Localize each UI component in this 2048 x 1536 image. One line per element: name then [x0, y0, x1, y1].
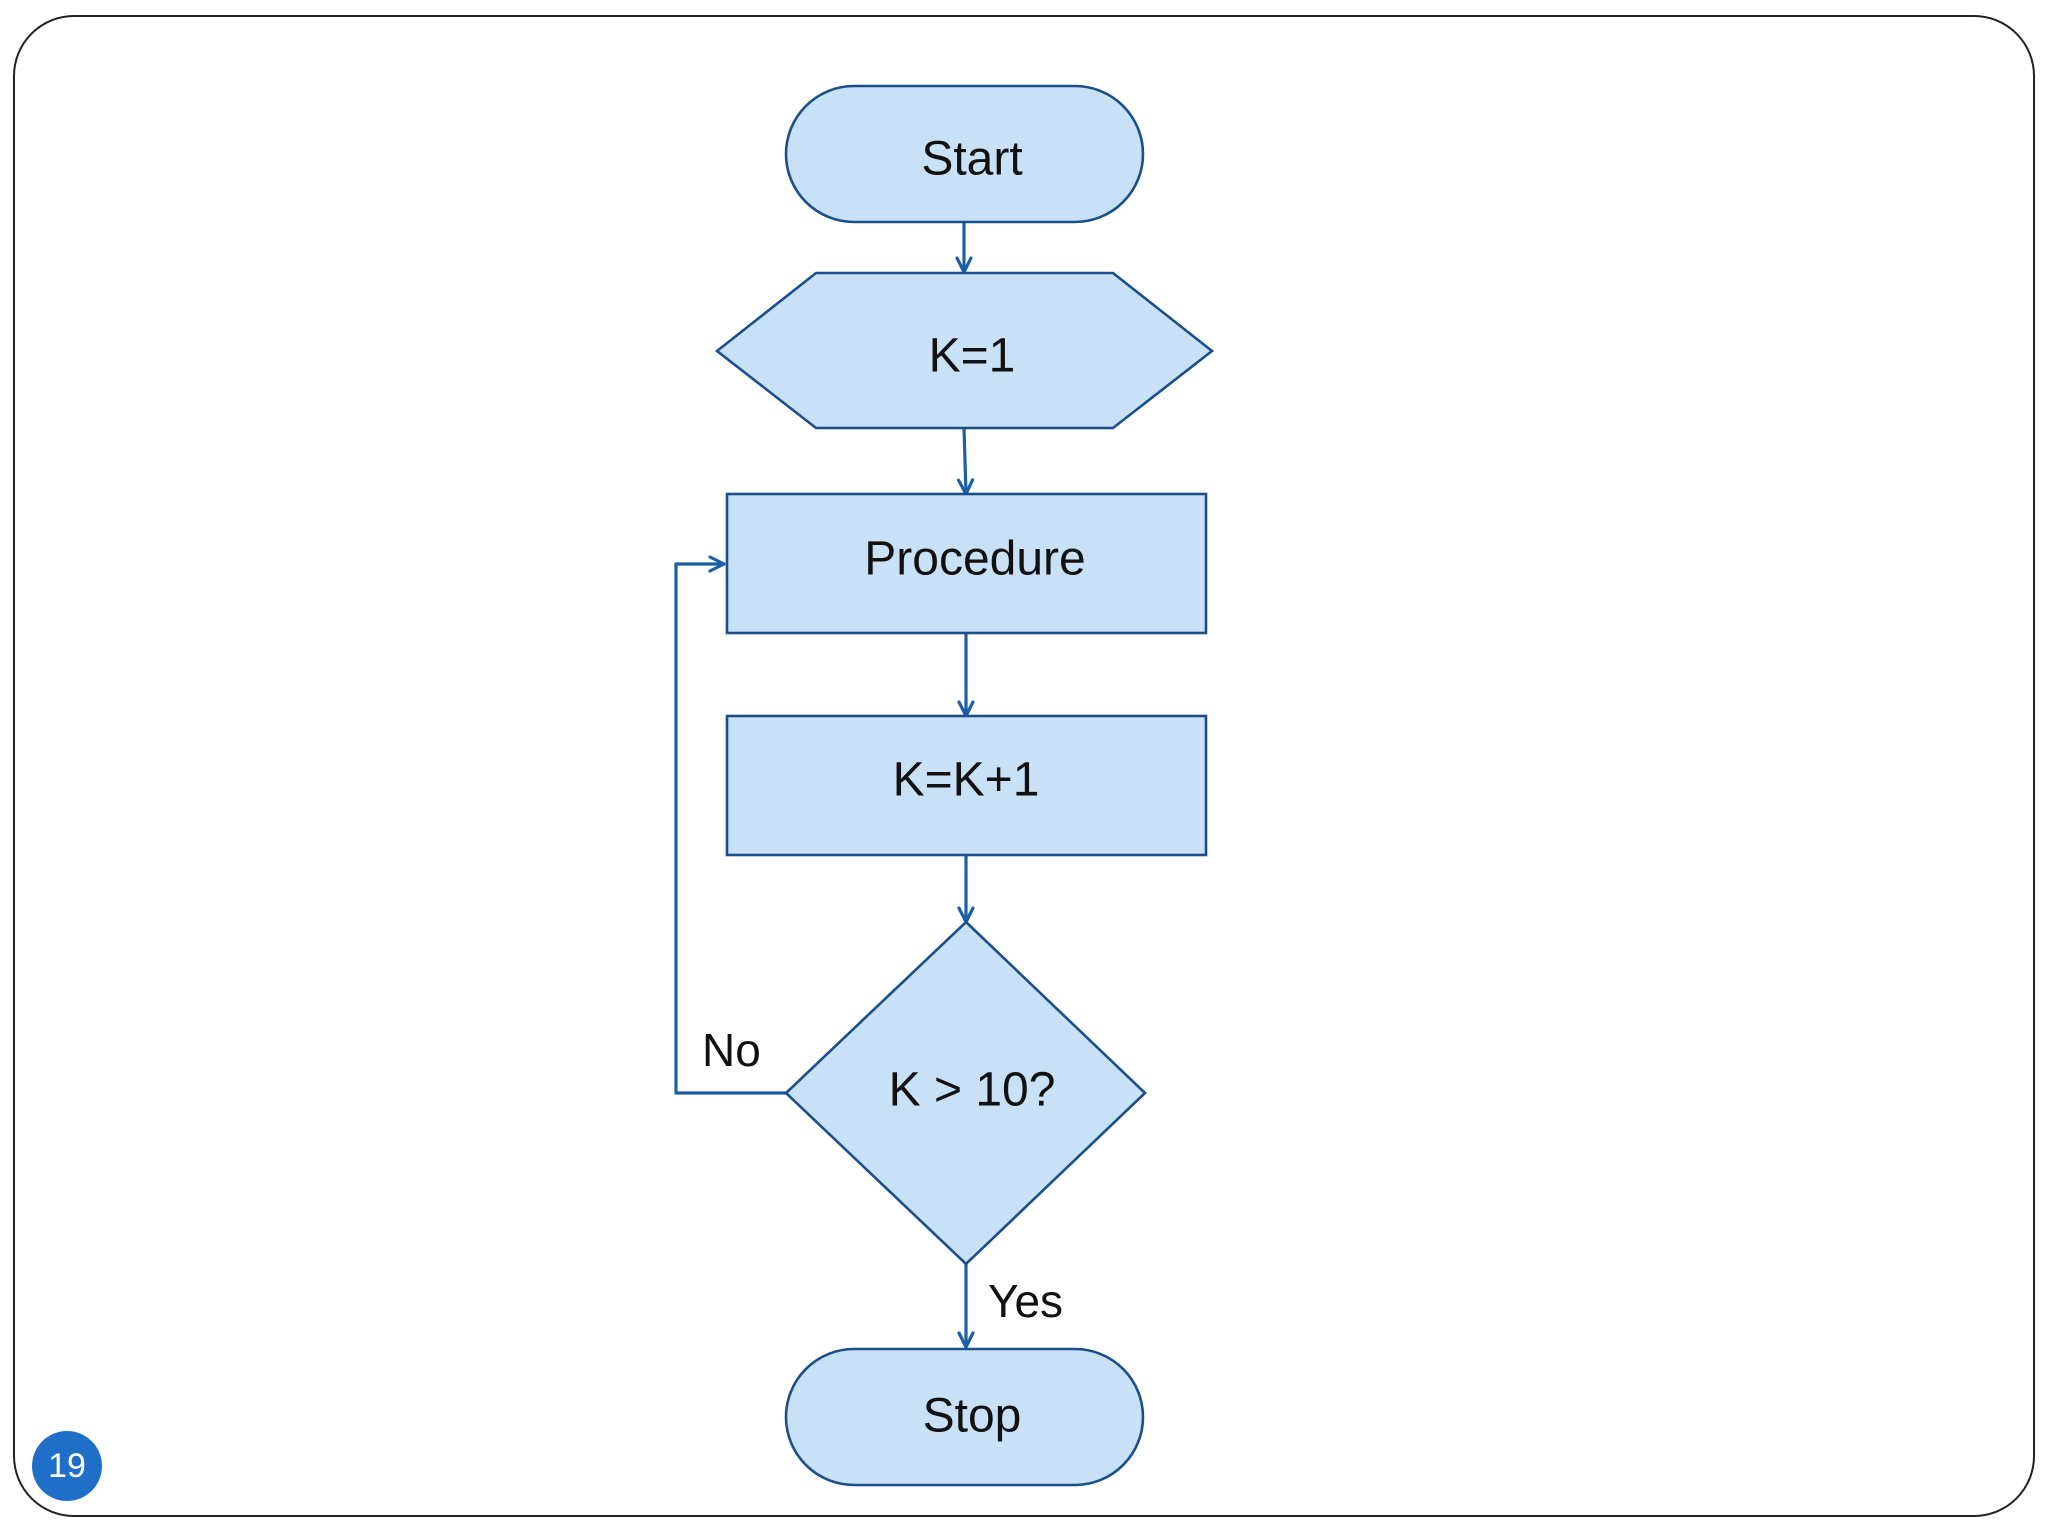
page-number-badge: 19	[32, 1431, 102, 1501]
procedure-node: Procedure	[725, 492, 1208, 635]
procedure-process-shape	[725, 492, 1208, 635]
connectors	[674, 220, 975, 1349]
init-node: K=1	[714, 271, 1215, 430]
init-preparation-shape	[714, 271, 1215, 430]
start-terminator-shape	[784, 84, 1145, 224]
decision-node: K > 10?	[784, 920, 1147, 1266]
decision-diamond-shape	[784, 920, 1147, 1266]
stop-terminator-shape	[784, 1347, 1145, 1487]
edge-decision-no-loop	[674, 555, 788, 1095]
increment-label: K=K+1	[893, 754, 1040, 807]
procedure-label: Procedure	[864, 533, 1085, 586]
start-node: Start	[784, 84, 1145, 224]
stop-label: Stop	[923, 1390, 1022, 1443]
stop-node: Stop	[784, 1347, 1145, 1487]
decision-label: K > 10?	[889, 1064, 1056, 1117]
increment-process-shape	[725, 714, 1208, 857]
increment-node: K=K+1	[725, 714, 1208, 857]
edge-label-no: No	[702, 1024, 761, 1076]
page-number-circle	[32, 1431, 102, 1501]
page-number: 19	[48, 1447, 86, 1485]
start-label: Start	[921, 133, 1022, 186]
edge-label-yes: Yes	[988, 1275, 1063, 1327]
init-label: K=1	[929, 330, 1016, 383]
edge-init-to-procedure	[956, 426, 975, 496]
